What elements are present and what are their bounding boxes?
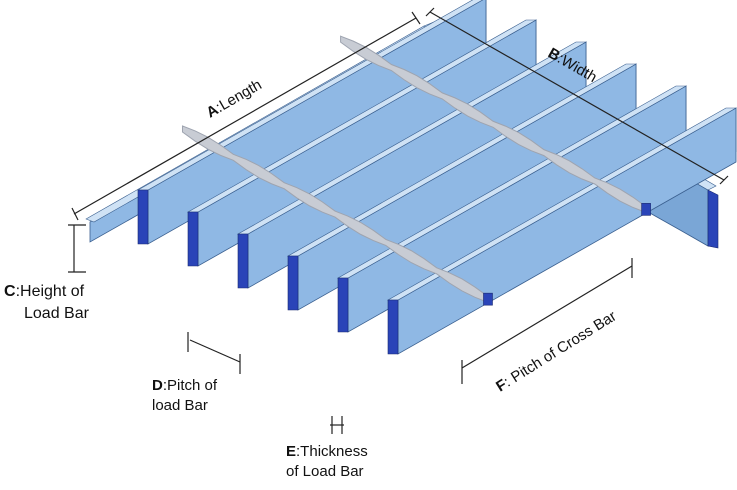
dimension-lines <box>68 7 729 434</box>
width-dimension-tick <box>425 7 435 17</box>
height-label-line2: Load Bar <box>24 305 90 322</box>
cross-bar-end <box>641 203 651 216</box>
length-dimension-tick <box>71 207 79 221</box>
load-bar-pitch-label-line2: load Bar <box>152 397 208 414</box>
cross-bar-pitch-label: F: Pitch of Cross Bar <box>493 308 619 396</box>
length-dimension-tick <box>411 11 421 25</box>
cross-bar <box>340 35 651 216</box>
thickness-label-line2: of Load Bar <box>286 463 364 480</box>
length-label: A:Length <box>204 76 265 121</box>
cross-bar-pitch-dimension-line <box>461 265 633 369</box>
length-dimension-line <box>73 17 417 215</box>
height-label-line1: C:Height of <box>4 283 85 300</box>
load-bar-end <box>137 189 149 245</box>
load-bar-pitch-label-line1: D:Pitch of <box>152 377 218 394</box>
cross-bars <box>181 35 651 306</box>
grating-structure <box>85 0 737 355</box>
load-bar-end <box>337 277 349 333</box>
cross-bar <box>181 125 493 306</box>
load-bar-pitch-dimension-line <box>189 339 241 363</box>
cross-bar-end <box>483 292 493 306</box>
load-bar-end <box>287 255 299 311</box>
load-bar-end <box>387 299 399 355</box>
load-bars <box>136 0 737 355</box>
right-frame-end <box>707 189 719 249</box>
load-bar-end <box>237 233 249 289</box>
thickness-label-line1: E:Thickness <box>286 443 368 460</box>
width-dimension-tick <box>719 175 729 185</box>
width-dimension-line <box>429 11 725 181</box>
load-bar-end <box>187 211 199 267</box>
